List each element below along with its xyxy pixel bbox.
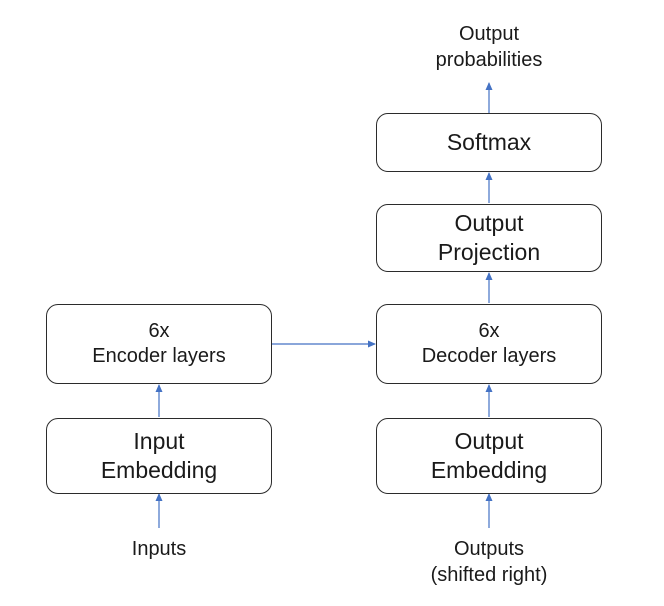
outputs-label-line-1: Outputs <box>453 538 525 560</box>
decoder-layers-box: 6x Decoder layers <box>376 304 602 384</box>
input-embedding-line-1: Input <box>133 428 185 455</box>
decoder-layers-label: Decoder layers <box>421 345 557 367</box>
input-embedding-line-2: Embedding <box>100 457 218 483</box>
output-probabilities-line-2: probabilities <box>435 49 543 71</box>
inputs-label-text: Inputs <box>131 538 187 560</box>
encoder-count: 6x <box>148 320 170 342</box>
outputs-label: Outputs (shifted right) <box>431 536 548 588</box>
output-embedding-box: Output Embedding <box>376 418 602 494</box>
output-projection-box: Output Projection <box>376 204 602 272</box>
softmax-box: Softmax <box>376 113 602 172</box>
encoder-layers-label: Encoder layers <box>92 345 226 367</box>
decoder-count: 6x <box>478 320 500 342</box>
output-embedding-line-1: Output <box>454 428 524 455</box>
output-probabilities-label: Output probabilities <box>436 21 543 73</box>
output-embedding-line-2: Embedding <box>430 457 548 483</box>
output-projection-line-1: Output <box>454 210 524 237</box>
output-probabilities-line-1: Output <box>458 23 520 45</box>
encoder-layers-box: 6x Encoder layers <box>46 304 272 384</box>
softmax-label: Softmax <box>446 129 532 156</box>
input-embedding-box: Input Embedding <box>46 418 272 494</box>
inputs-label: Inputs <box>132 536 186 562</box>
output-projection-line-2: Projection <box>437 239 541 265</box>
outputs-label-line-2: (shifted right) <box>430 564 548 586</box>
